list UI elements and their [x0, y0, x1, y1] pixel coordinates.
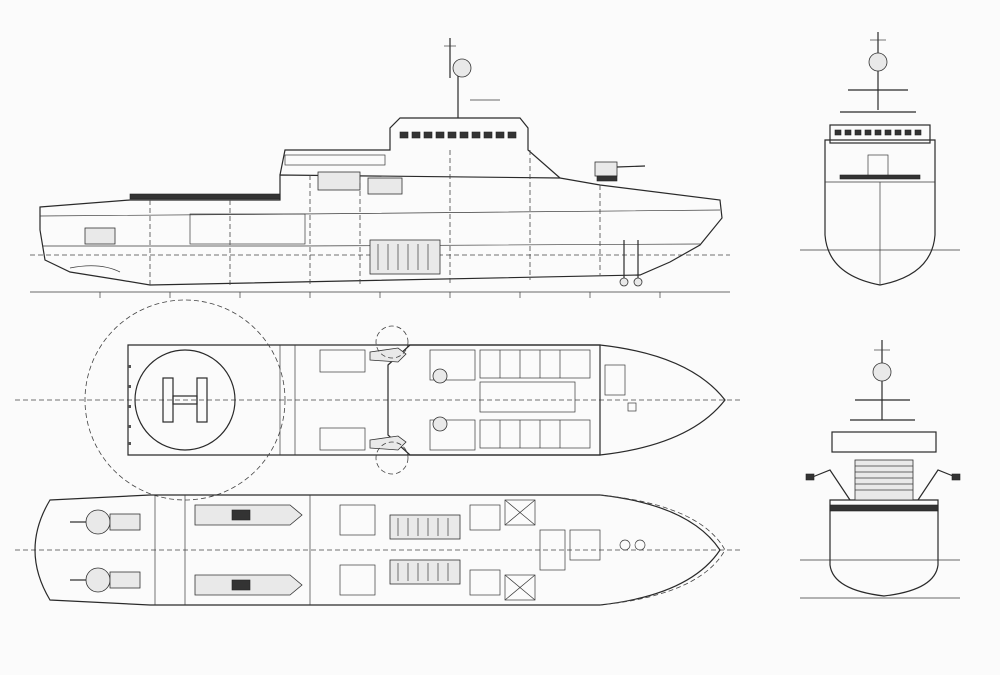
thrusters — [619, 240, 643, 287]
hangar-door — [189, 213, 306, 245]
bulkhead-lines — [149, 150, 601, 285]
machinery-rooms — [339, 499, 601, 601]
propulsion-pod-2 — [70, 567, 141, 593]
helipad-h-marking-icon — [162, 377, 208, 423]
stern-gear — [84, 227, 116, 245]
main-engine-2 — [389, 559, 461, 585]
side-profile-view — [30, 38, 730, 298]
deck-edge-studs — [128, 365, 131, 445]
rhib-top-2 — [369, 435, 407, 451]
helideck-edge — [129, 193, 281, 200]
sheer-line — [39, 209, 721, 217]
stair-top-1 — [432, 368, 448, 384]
hangar-door-stern — [854, 459, 914, 501]
rhib-top-1 — [369, 347, 407, 363]
stair-top-2 — [432, 416, 448, 432]
bridge-wing-rail — [284, 154, 386, 166]
radar-front-icon — [868, 52, 888, 72]
stern-band — [829, 504, 939, 512]
radar-stern-icon — [872, 362, 892, 382]
propulsion-pod-1 — [70, 509, 141, 535]
bow-outline-lower — [599, 494, 726, 606]
rigid-hull-boat-icon-1 — [194, 504, 303, 526]
rigid-hull-boat-icon-2 — [194, 574, 303, 596]
deckhouse-top — [387, 344, 601, 456]
deck-line — [42, 243, 701, 247]
hangar-door-slats — [855, 465, 913, 491]
propeller — [69, 265, 121, 273]
rhib-side — [317, 171, 361, 191]
radar-dome-icon — [452, 58, 472, 78]
bridge-windows-front — [834, 129, 922, 136]
crane-side — [367, 177, 403, 195]
crane-left — [809, 469, 851, 501]
top-deck-view — [15, 299, 740, 501]
hull-stern — [829, 499, 939, 597]
hull-outline — [39, 174, 723, 286]
stern-elevation-view — [800, 340, 961, 599]
deck-outline-top — [127, 344, 726, 456]
bridge-stern — [831, 431, 937, 453]
helipad-circle — [134, 349, 236, 451]
gun-front-icon — [867, 154, 889, 178]
superstructure — [279, 117, 561, 179]
engine-block — [369, 239, 441, 275]
deck-outline-lower — [34, 494, 721, 606]
lower-deck-view — [15, 494, 740, 606]
bow-elevation-view — [800, 32, 960, 286]
cabin-grid-top — [429, 349, 591, 451]
crane-right — [917, 469, 959, 501]
deck-gun-icon — [594, 161, 646, 182]
bridge-front — [829, 124, 931, 144]
main-engine-1 — [389, 514, 461, 540]
bridge-windows — [399, 131, 517, 139]
frame-ticks — [99, 292, 661, 298]
